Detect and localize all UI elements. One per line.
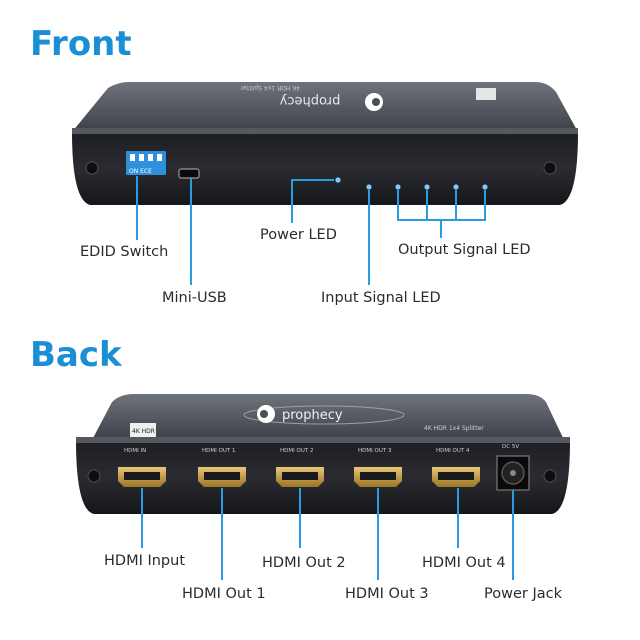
output-led-4 bbox=[482, 184, 488, 190]
front-device: prophecy 4K HDR 1x4 Splitter ON ECE bbox=[72, 82, 578, 205]
front-heading: Front bbox=[30, 24, 132, 64]
front-device-top bbox=[72, 82, 578, 132]
front-callout-lines bbox=[136, 176, 486, 285]
front-brand-text: prophecy bbox=[279, 93, 340, 108]
back-device-top bbox=[92, 394, 564, 440]
label-hdmi-input: HDMI Input bbox=[104, 553, 186, 569]
label-hdmi-out-2: HDMI Out 2 bbox=[262, 555, 346, 571]
back-callout-lines bbox=[141, 488, 514, 580]
back-4k-badge bbox=[130, 423, 156, 437]
label-power-jack: Power Jack bbox=[484, 586, 562, 602]
front-4k-badge bbox=[476, 88, 496, 100]
mini-usb-port[interactable] bbox=[178, 168, 200, 179]
back-top-text: 4K HDR 1x4 Splitter bbox=[424, 425, 484, 432]
svg-text:HDMI OUT 2: HDMI OUT 2 bbox=[280, 448, 313, 454]
svg-text:HDMI OUT 1: HDMI OUT 1 bbox=[202, 448, 235, 454]
svg-text:HDMI OUT 4: HDMI OUT 4 bbox=[436, 448, 470, 454]
label-power-led: Power LED bbox=[260, 227, 337, 243]
svg-text:DC 5V: DC 5V bbox=[502, 444, 519, 450]
svg-text:4K HDR: 4K HDR bbox=[132, 428, 155, 435]
label-hdmi-out-4: HDMI Out 4 bbox=[422, 555, 506, 571]
hdmi-out-3-port[interactable] bbox=[354, 467, 402, 487]
hdmi-out-4-port[interactable] bbox=[432, 467, 480, 487]
hdmi-input-port[interactable] bbox=[118, 467, 166, 487]
edid-dip-switch[interactable] bbox=[126, 151, 166, 175]
dip-text: ON ECE bbox=[129, 168, 152, 175]
label-hdmi-out-1: HDMI Out 1 bbox=[182, 586, 266, 602]
svg-text:HDMI OUT 3: HDMI OUT 3 bbox=[358, 448, 392, 454]
hdmi-out-1-port[interactable] bbox=[198, 467, 246, 487]
front-left-screw bbox=[85, 161, 99, 175]
label-output-signal-led: Output Signal LED bbox=[398, 242, 531, 258]
back-brand-text: prophecy bbox=[282, 408, 343, 423]
power-led bbox=[335, 177, 341, 183]
back-left-screw bbox=[87, 469, 101, 483]
hdmi-out-2-port[interactable] bbox=[276, 467, 324, 487]
output-led-3 bbox=[453, 184, 459, 190]
label-edid-switch: EDID Switch bbox=[80, 244, 169, 260]
output-led-1 bbox=[395, 184, 401, 190]
power-jack-port[interactable] bbox=[496, 455, 530, 491]
label-mini-usb: Mini-USB bbox=[162, 290, 227, 306]
output-led-2 bbox=[424, 184, 430, 190]
front-right-screw bbox=[543, 161, 557, 175]
label-input-signal-led: Input Signal LED bbox=[321, 290, 441, 306]
input-signal-led bbox=[366, 184, 372, 190]
label-hdmi-out-3: HDMI Out 3 bbox=[345, 586, 429, 602]
back-device: prophecy 4K HDR 1x4 Splitter 4K HDR HDMI… bbox=[76, 394, 570, 514]
svg-text:HDMI IN: HDMI IN bbox=[124, 448, 146, 454]
back-heading: Back bbox=[30, 335, 122, 375]
front-device-face bbox=[72, 132, 578, 205]
front-top-text: 4K HDR 1x4 Splitter bbox=[240, 84, 300, 91]
back-right-screw bbox=[543, 469, 557, 483]
